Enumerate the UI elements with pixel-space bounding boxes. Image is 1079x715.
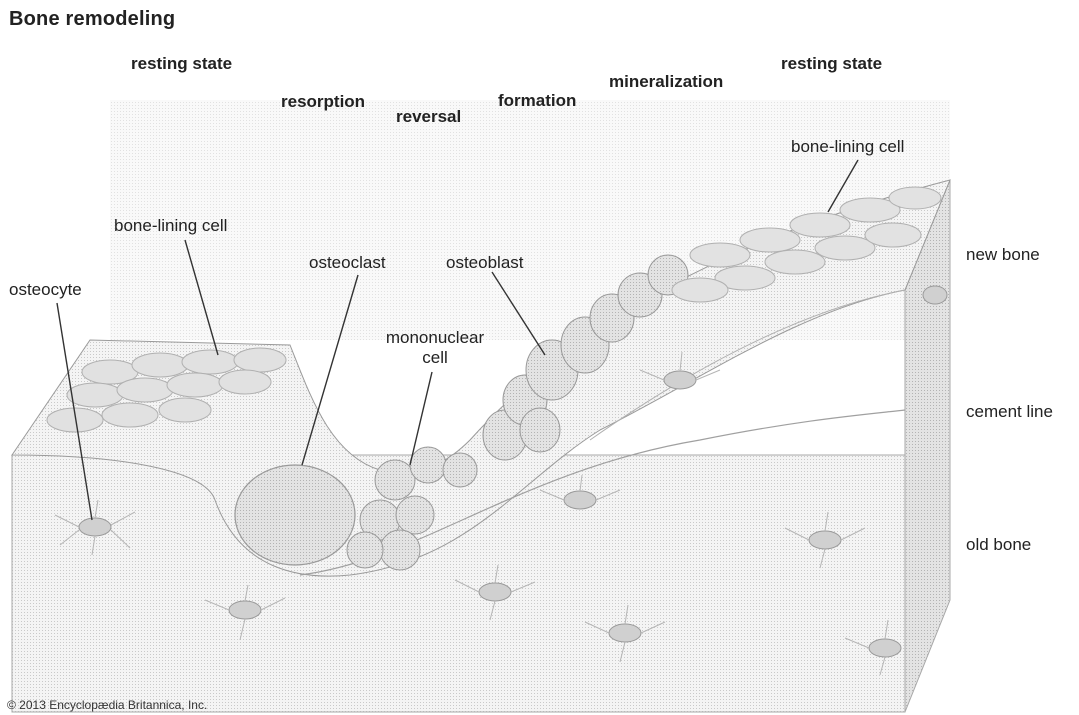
label-mononuclear-cell: mononuclear cell [372, 328, 498, 368]
label-mononuclear-line2: cell [372, 348, 498, 368]
stage-label-reversal: reversal [396, 107, 461, 127]
label-cement-line: cement line [966, 402, 1053, 422]
stage-label-resting-right: resting state [781, 54, 882, 74]
stage-label-resorption: resorption [281, 92, 365, 112]
label-new-bone: new bone [966, 245, 1040, 265]
label-osteoblast: osteoblast [446, 253, 524, 273]
label-bone-lining-cell-right: bone-lining cell [791, 137, 904, 157]
stage-label-formation: formation [498, 91, 576, 111]
label-mononuclear-line1: mononuclear [372, 328, 498, 348]
stage-label-mineralization: mineralization [609, 72, 723, 92]
label-osteoclast: osteoclast [309, 253, 386, 273]
osteoclast-cell [235, 465, 355, 565]
label-bone-lining-cell-left: bone-lining cell [114, 216, 227, 236]
label-old-bone: old bone [966, 535, 1031, 555]
label-osteocyte: osteocyte [9, 280, 82, 300]
stage-label-resting-left: resting state [131, 54, 232, 74]
diagram-title: Bone remodeling [9, 8, 175, 31]
copyright-credit: © 2013 Encyclopædia Britannica, Inc. [7, 698, 207, 712]
